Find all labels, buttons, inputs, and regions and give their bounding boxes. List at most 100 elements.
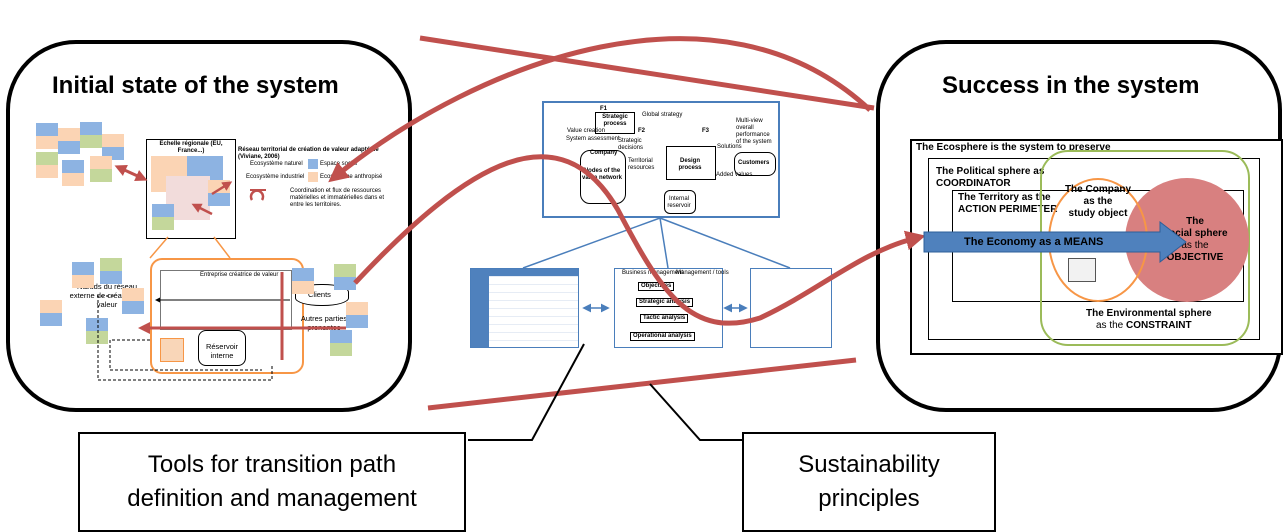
ecosystem-icon (86, 318, 108, 344)
ecosystem-icon (72, 262, 94, 288)
label-tactic-analysis: Tactic analysis (640, 314, 689, 323)
clients-label: Clients (308, 290, 331, 299)
tree-connector (659, 217, 669, 269)
nodes-cylinder (580, 150, 626, 204)
success-title: Success in the system (942, 72, 1200, 99)
flow-arrow (191, 203, 213, 216)
legend-flows: Coordination et flux de ressources matér… (290, 188, 385, 208)
sustainability-callout: Sustainability principles (742, 432, 996, 532)
tools-callout-line-1: Tools for transition path (147, 451, 397, 478)
territory-label-2: ACTION PERIMETER (958, 204, 1058, 215)
tree-connector (522, 217, 661, 269)
label-system-assessment: System assessment (566, 136, 620, 142)
label-strategic-decisions: Strategic decisions (618, 138, 644, 151)
label-solutions: Solutions (717, 144, 742, 150)
initial-state-title: Initial state of the system (52, 72, 339, 99)
label-internal-reservoir: Internal reservoir (667, 196, 691, 209)
tool-mindmap-thumbnail (750, 268, 832, 348)
internal-reservoir-cylinder (664, 190, 696, 214)
label-f1: F1 (600, 106, 608, 112)
reservoir-label: Réservoir interne (205, 342, 239, 360)
ecosystem-icon (90, 156, 112, 182)
factory-icon (160, 338, 184, 362)
label-company: Company (590, 150, 618, 156)
ecosphere-label: The Ecosphere is the system to preserve (916, 142, 1111, 153)
strategic-process-box (595, 112, 635, 134)
political-label-2: COORDINATOR (936, 178, 1011, 189)
legend-header: Réseau territorial de création de valeur… (238, 147, 379, 160)
env-label-1: The Environmental sphere (1086, 308, 1212, 319)
ecosystem-icon (62, 160, 84, 186)
legend-anthropized-swatch (308, 172, 318, 182)
ecosystem-icon (102, 134, 124, 160)
ecosystem-icon (58, 128, 80, 154)
regional-scale-title: Echelle régionale (EU, France...) (159, 141, 223, 154)
sustainability-leader-line (649, 383, 744, 441)
design-process-box (666, 146, 716, 180)
company-label-2: as the (1083, 196, 1113, 207)
tree-connector (659, 217, 791, 269)
env-label-2a: as the (1096, 320, 1124, 331)
feedback-arrow (328, 36, 872, 183)
dashed-loop (97, 295, 273, 381)
company-label-3: study object (1068, 208, 1128, 219)
legend-natural: Ecosystème naturel (250, 161, 303, 167)
enterprise-header: Entreprise créatrice de valeur (200, 272, 279, 278)
company-label-1: The Company (1064, 184, 1132, 195)
label-objectives: Objectives (638, 282, 675, 291)
economy-label-prefix: The Economy as a (964, 236, 1061, 248)
tools-callout-line-2: definition and management (127, 485, 417, 512)
label-customers: Customers (738, 160, 770, 166)
flow-arrow (211, 181, 233, 196)
ecosystem-icon (346, 302, 368, 328)
sustainability-callout-line-1: Sustainability (798, 451, 940, 478)
label-design-process: Design process (678, 158, 702, 171)
factory-icon (1068, 258, 1096, 282)
flow-arrow (114, 165, 148, 181)
ecosystem-icon (334, 264, 356, 290)
social-label-3: as the (1181, 240, 1209, 251)
ecosystem-icon (292, 268, 314, 294)
ecosystem-icon (36, 123, 58, 149)
economy-label-word: MEANS (1063, 236, 1104, 248)
ecosystem-icon (40, 300, 62, 326)
social-label-2: Social sphere (1162, 228, 1228, 239)
label-management-tools: Management / tools (676, 270, 729, 276)
ecosystem-icon (100, 258, 122, 284)
social-label-4: OBJECTIVE (1166, 252, 1224, 263)
label-global-strategy: Global strategy (642, 112, 683, 118)
ecosystem-icon (330, 330, 352, 356)
ecosystem-icon (152, 204, 174, 230)
region-funnel (149, 236, 231, 259)
customers-cylinder (734, 152, 776, 176)
tool-flow-thumbnail (614, 268, 723, 348)
reservoir-cylinder (198, 330, 246, 366)
upper-frame-line (419, 35, 875, 111)
tools-callout: Tools for transition path definition and… (78, 432, 466, 532)
label-f2: F2 (638, 128, 646, 134)
ecosystem-icon (122, 288, 144, 314)
ecosystem-icon (36, 152, 58, 178)
label-strategic-process: Strategic process (602, 114, 628, 127)
sustainability-callout-line-2: principles (818, 485, 920, 512)
label-nodes-value-network: Nodes of the value network (582, 168, 623, 181)
tool-table-thumbnail (470, 268, 579, 348)
dashed-loop (109, 339, 262, 371)
label-added-values: Added values (716, 172, 753, 178)
label-value-creation: Value creation (567, 128, 605, 134)
env-label-2b: CONSTRAINT (1126, 320, 1192, 331)
legend-natural-swatch (308, 159, 318, 169)
economy-label: The Economy as a MEANS (964, 236, 1103, 248)
legend-anthropized: Ecosystème anthropisé (320, 174, 383, 180)
territory-label-1: The Territory as the (958, 192, 1051, 203)
legend-arc-icon (249, 189, 265, 201)
social-label-1: The (1186, 216, 1204, 227)
label-f3: F3 (702, 128, 710, 134)
tools-leader-line (468, 343, 585, 441)
env-label-2: as the CONSTRAINT (1096, 320, 1192, 331)
political-label-1: The Political sphere as (936, 166, 1045, 177)
label-territorial-resources: Territorial resources (628, 158, 655, 171)
value-network-zone (150, 258, 304, 374)
label-strategic-analysis: Strategic analysis (636, 298, 694, 307)
